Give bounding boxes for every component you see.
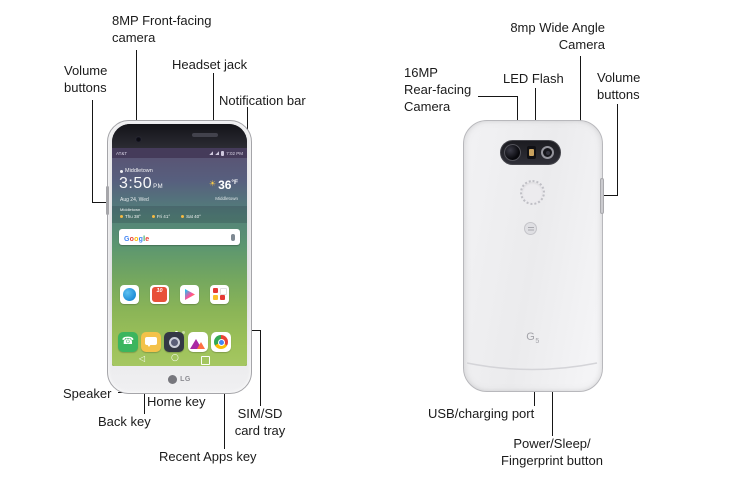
dock-icon-chrome — [211, 332, 231, 352]
forecast-day: Sat 40° — [181, 214, 201, 219]
fingerprint-sensor — [520, 180, 545, 205]
rear-camera-lens — [504, 144, 521, 161]
label-sim-sd-tray: SIM/SD card tray — [234, 406, 286, 438]
dock-row: ☎ — [112, 332, 247, 352]
app-icon-google-folder — [210, 285, 229, 304]
g5-logo: G5 — [526, 331, 540, 346]
google-logo: Google — [124, 236, 150, 243]
weather-temp-location: Middletown — [215, 196, 238, 201]
leader-headset-jack — [213, 73, 214, 128]
label-front-camera: 8MP Front-facing camera — [112, 13, 212, 45]
back-key-icon: ◁ — [139, 354, 146, 363]
dock-icon-camera — [164, 332, 184, 352]
label-back-key: Back key — [98, 414, 151, 429]
volume-rocker-back — [600, 178, 604, 214]
label-speaker: Speaker — [63, 386, 112, 401]
forecast-day: Thu 38° — [120, 214, 141, 219]
volume-rocker-front — [106, 186, 109, 215]
home-key-icon: ○ — [171, 353, 179, 363]
front-phone: AT&T 7:02 PM Middletown 3:50PM Aug 24, W… — [106, 120, 252, 394]
home-screen: AT&T 7:02 PM Middletown 3:50PM Aug 24, W… — [112, 148, 247, 366]
mic-icon — [231, 233, 235, 241]
weather-temp: ☀ 36 °F — [208, 178, 238, 192]
wide-angle-camera-lens — [541, 146, 554, 159]
wifi-icon — [209, 151, 214, 155]
weather-location: Middletown — [120, 168, 153, 174]
label-notification-bar: Notification bar — [219, 93, 306, 108]
front-camera-lens — [135, 136, 142, 143]
label-power-fingerprint: Power/Sleep/ Fingerprint button — [501, 436, 603, 468]
forecast-title: Middletown — [120, 207, 141, 212]
lg-logo-text: LG — [180, 376, 191, 383]
led-flash-light — [527, 146, 536, 159]
front-chin: LG — [108, 366, 251, 393]
label-volume-buttons-back: Volume buttons — [597, 70, 641, 102]
sun-icon: ☀ — [208, 179, 217, 188]
signal-icon — [215, 151, 220, 155]
leader-usb-port — [534, 391, 535, 406]
laser-sensor — [524, 222, 537, 235]
app-icon-calendar: 10 — [150, 285, 169, 304]
app-icon-play-store — [180, 285, 199, 304]
forecast-strip: Middletown Thu 38° Fri 41° Sat 40° — [112, 206, 247, 223]
leader-recents-v — [224, 357, 225, 449]
leader-wide-camera-v — [580, 56, 581, 151]
top-bezel — [112, 124, 247, 148]
google-search-bar: Google — [119, 229, 240, 245]
camera-module — [500, 140, 561, 165]
label-headset-jack: Headset jack — [172, 57, 248, 72]
app-row: 10 — [112, 285, 247, 304]
leader-volume-back-v — [617, 104, 618, 196]
date-label: Aug 24, Wed — [120, 197, 149, 203]
label-home-key: Home key — [147, 394, 206, 409]
chin-seam — [466, 362, 598, 371]
leader-volume-front-h — [92, 202, 109, 203]
leader-front-camera — [136, 50, 137, 135]
location-pin-icon — [120, 169, 123, 173]
earpiece — [192, 133, 218, 137]
status-bar: AT&T 7:02 PM — [112, 148, 247, 158]
label-volume-buttons-front: Volume buttons — [64, 63, 108, 95]
status-time: 7:02 PM — [226, 150, 243, 156]
leader-rear-camera-h — [478, 96, 518, 97]
label-recent-apps-key: Recent Apps key — [159, 449, 257, 464]
leader-sim-v — [260, 330, 261, 406]
forecast-day: Fri 41° — [152, 214, 170, 219]
leader-led-flash — [535, 88, 536, 141]
leader-volume-front-v — [92, 100, 93, 203]
recent-apps-key-icon — [201, 356, 210, 365]
back-phone: G5 — [463, 120, 604, 392]
front-glass: AT&T 7:02 PM Middletown 3:50PM Aug 24, W… — [112, 124, 247, 366]
label-rear-camera: 16MP Rear-facing Camera — [404, 65, 472, 114]
dock-icon-messages — [141, 332, 161, 352]
nav-bar: ◁ ○ — [112, 353, 247, 366]
lg-logo-icon — [168, 375, 178, 384]
label-usb-port: USB/charging port — [428, 406, 535, 421]
app-icon-globe — [120, 285, 139, 304]
battery-icon — [221, 150, 225, 156]
label-led-flash: LED Flash — [503, 71, 564, 86]
carrier-label: AT&T — [116, 150, 128, 156]
label-wide-angle-camera: 8mp Wide Angle Camera — [510, 20, 605, 52]
dock-icon-gallery — [188, 332, 208, 352]
leader-volume-back-h — [602, 195, 618, 196]
dock-icon-phone: ☎ — [118, 332, 138, 352]
status-icons: 7:02 PM — [209, 150, 243, 156]
page-indicator — [112, 321, 247, 334]
clock-widget: 3:50PM — [119, 175, 164, 192]
